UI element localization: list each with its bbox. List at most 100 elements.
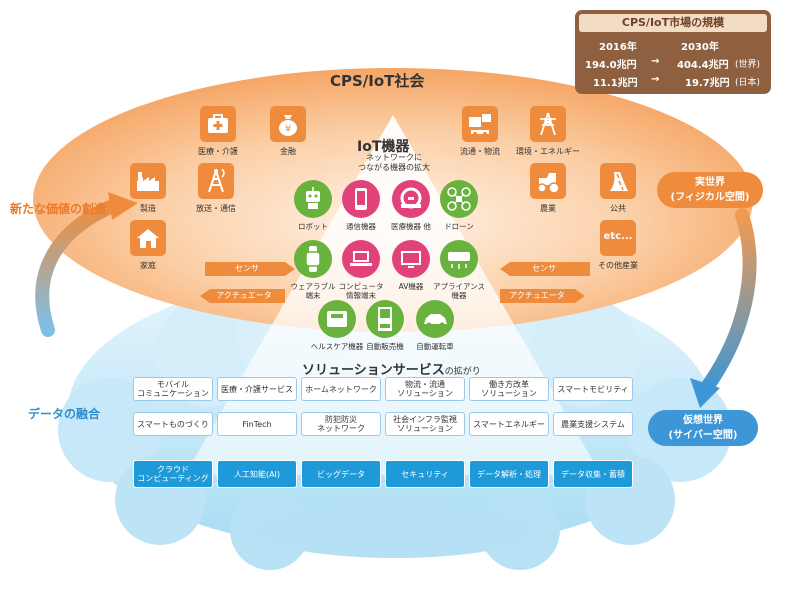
- society-title: CPS/IoT社会: [330, 72, 425, 90]
- device-label: 自動運転車: [416, 342, 454, 351]
- data-fusion-label: データの融合: [28, 407, 101, 421]
- power-tower-icon: [530, 106, 566, 142]
- actuator-left-arrow-shape: [200, 289, 285, 303]
- industry-label: その他産業: [598, 261, 638, 270]
- solution-item: 防犯防災ネットワーク: [301, 412, 381, 436]
- air-conditioner-icon: [440, 240, 478, 278]
- market-japan-2016: 11.1兆円: [593, 78, 638, 89]
- iot-title: IoT機器: [357, 139, 410, 155]
- road-icon: [600, 163, 636, 199]
- industry-label: 公共: [610, 204, 626, 213]
- market-world-2016: 194.0兆円: [585, 60, 637, 71]
- smartwatch-icon: [294, 240, 332, 278]
- virtual-world-line2: (サイバー空間): [668, 430, 738, 441]
- money-bag-icon: ¥: [270, 106, 306, 142]
- market-world-2030: 404.4兆円: [677, 60, 729, 71]
- robot-icon: [294, 180, 332, 218]
- industry-label: 環境・エネルギー: [516, 147, 580, 156]
- tv-icon: [392, 240, 430, 278]
- solution-item: FinTech: [217, 412, 297, 436]
- house-icon: [130, 220, 166, 256]
- real-world-pill: 実世界 (フィジカル空間): [657, 172, 763, 208]
- market-year-2016: 2016年: [599, 42, 637, 53]
- solution-item: 農業支援システム: [553, 412, 633, 436]
- device-label: ヘルスケア機器: [310, 342, 364, 351]
- industry-label: 製造: [140, 204, 156, 213]
- delivery-icon: [462, 106, 498, 142]
- device-label: ドローン: [444, 222, 474, 231]
- solutions-title: ソリューションサービスの拡がり: [302, 359, 481, 378]
- solution-item: 働き方改革ソリューション: [469, 377, 549, 401]
- device-label: コンピュータ情報端末: [338, 282, 384, 300]
- medical-scanner-icon: [392, 180, 430, 218]
- base-tech-item: 人工知能(AI): [217, 460, 297, 488]
- actuator-left-label: アクチュエータ: [216, 291, 272, 300]
- device-label: アプライアンス機器: [432, 282, 486, 300]
- industry-label: 流通・物流: [460, 147, 500, 156]
- right-cycle-arrow: [690, 208, 757, 408]
- left-cycle-arrow: [35, 192, 138, 337]
- market-year-2030: 2030年: [681, 42, 719, 53]
- solution-item: スマートものづくり: [133, 412, 213, 436]
- real-world-line1: 実世界: [695, 177, 725, 188]
- base-tech-item: クラウドコンピューティング: [133, 460, 213, 488]
- scale-icon: [318, 300, 356, 338]
- svg-text:¥: ¥: [285, 124, 291, 135]
- market-japan-2030: 19.7兆円: [685, 78, 730, 89]
- virtual-world-line1: 仮想世界: [683, 415, 723, 426]
- solution-item: スマートエネルギー: [469, 412, 549, 436]
- solution-item: ホームネットワーク: [301, 377, 381, 401]
- solution-item: スマートモビリティ: [553, 377, 633, 401]
- laptop-icon: [342, 240, 380, 278]
- base-tech-item: データ解析・処理: [469, 460, 549, 488]
- iot-subtitle-line1: ネットワークに: [366, 153, 422, 162]
- sensor-left-arrow-shape: [205, 262, 295, 276]
- tractor-icon: [530, 163, 566, 199]
- etc-icon: etc...: [600, 220, 636, 256]
- base-tech-item: ビッグデータ: [301, 460, 381, 488]
- device-label: 医療機器 他: [391, 222, 431, 231]
- device-label: 通信機器: [346, 222, 376, 231]
- sensor-right-label: センサ: [532, 264, 556, 273]
- sensor-left-label: センサ: [235, 264, 259, 273]
- car-icon: [416, 300, 454, 338]
- value-creation-label: 新たな価値の創造: [10, 202, 107, 216]
- solution-item: モバイルコミュニケーション: [133, 377, 213, 401]
- base-tech-item: セキュリティ: [385, 460, 465, 488]
- actuator-right-label: アクチュエータ: [509, 291, 565, 300]
- sensor-right-arrow-shape: [500, 262, 590, 276]
- market-japan-tag: (日本): [735, 78, 761, 88]
- iot-subtitle-line2: つながる機器の拡大: [358, 163, 430, 172]
- market-size-title: CPS/IoT市場の規模: [579, 14, 767, 32]
- iot-subtitle: ネットワークに つながる機器の拡大: [348, 153, 440, 173]
- market-arrow: →: [651, 74, 660, 85]
- device-label: 自動販売機: [366, 342, 404, 351]
- industry-label: 放送・通信: [196, 204, 236, 213]
- market-size-panel: CPS/IoT市場の規模 2016年 2030年 194.0兆円 → 404.4…: [575, 10, 771, 94]
- etc-glyph: etc...: [603, 231, 633, 242]
- antenna-tower-icon: [198, 163, 234, 199]
- vending-machine-icon: [366, 300, 404, 338]
- smartphone-icon: [342, 180, 380, 218]
- actuator-right-arrow-shape: [500, 289, 585, 303]
- solution-item: 医療・介護サービス: [217, 377, 297, 401]
- real-world-line2: (フィジカル空間): [670, 192, 750, 203]
- industry-label: 農業: [540, 204, 556, 213]
- industry-label: 医療・介護: [198, 147, 238, 156]
- solution-item: 物流・流通ソリューション: [385, 377, 465, 401]
- device-label: ウェアラブル端末: [290, 282, 336, 300]
- industry-label: 金融: [280, 147, 296, 156]
- virtual-world-pill: 仮想世界 (サイバー空間): [648, 410, 758, 446]
- device-label: ロボット: [298, 222, 328, 231]
- medical-case-icon: [200, 106, 236, 142]
- solutions-title-suffix: の拡がり: [444, 367, 481, 377]
- device-label: AV機器: [398, 282, 424, 291]
- solution-item: 社会インフラ監視ソリューション: [385, 412, 465, 436]
- market-world-tag: (世界): [735, 60, 761, 70]
- industry-label: 家庭: [140, 261, 156, 270]
- solutions-title-main: ソリューションサービス: [302, 363, 445, 378]
- factory-icon: [130, 163, 166, 199]
- base-tech-item: データ収集・蓄積: [553, 460, 633, 488]
- drone-icon: [440, 180, 478, 218]
